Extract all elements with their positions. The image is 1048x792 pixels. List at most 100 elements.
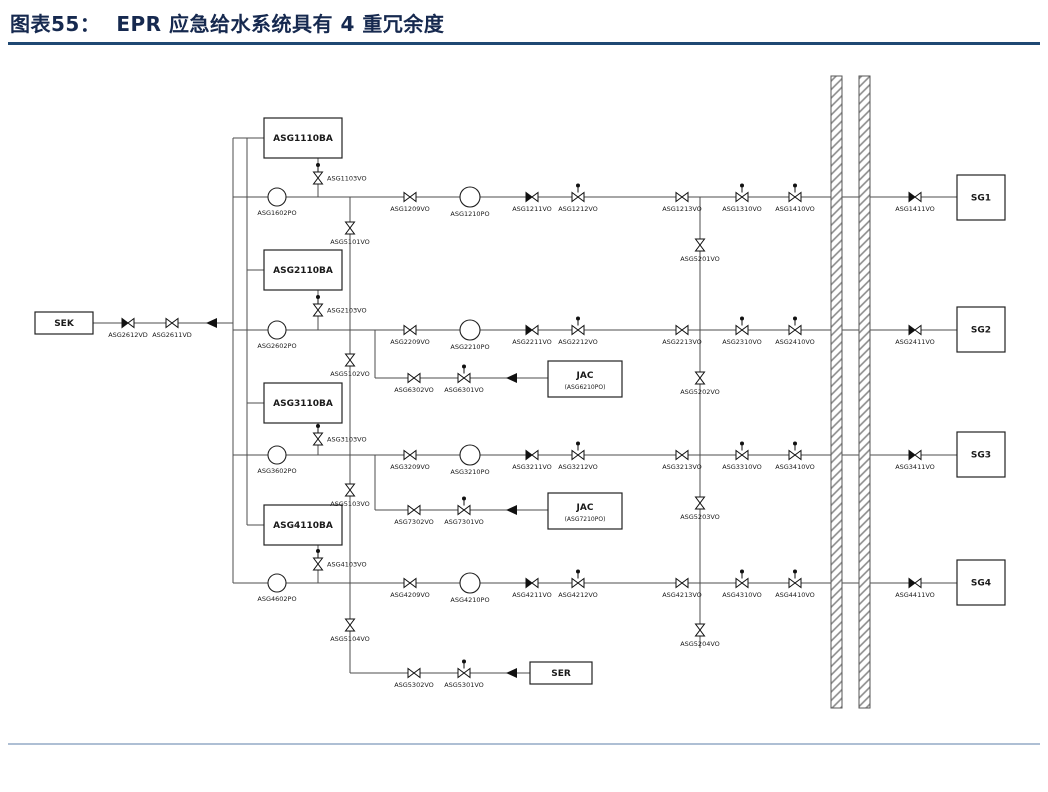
valve-actuator-icon — [740, 441, 744, 446]
valve-label: ASG3310VO — [722, 463, 762, 471]
valve-asg2410vo — [788, 324, 802, 336]
valve-asg4213vo — [675, 577, 689, 589]
valve-actuator-icon — [576, 316, 580, 321]
valve-asg2310vo — [735, 324, 749, 336]
valve-label: ASG3212VO — [558, 463, 598, 471]
box-label-tank1: ASG1110BA — [273, 134, 333, 144]
valve-asg3411vo — [908, 449, 922, 461]
valve-label: ASG5102VO — [330, 370, 370, 378]
valve-asg5204vo — [694, 623, 706, 637]
valve-label: ASG5201VO — [680, 255, 720, 263]
valve-label: ASG2103VO — [327, 307, 367, 315]
valve-actuator-icon — [576, 441, 580, 446]
box-tank3 — [263, 382, 343, 424]
flow-arrow-to-sek — [206, 318, 217, 328]
valve-asg2211vo — [525, 324, 539, 336]
valve-label: ASG3209VO — [390, 463, 430, 471]
valve-label: ASG2213VO — [662, 338, 702, 346]
valve-label: ASG5103VO — [330, 500, 370, 508]
valve-label: ASG4410VO — [775, 591, 815, 599]
valve-asg1212vo — [571, 191, 585, 203]
pump-label: ASG4210PO — [450, 596, 489, 604]
figure-bottom-rule — [8, 743, 1040, 745]
valve-actuator-icon — [793, 441, 797, 446]
valve-actuator-icon — [462, 659, 466, 664]
box-label-tank3: ASG3110BA — [273, 399, 333, 409]
valve-label: ASG4209VO — [390, 591, 430, 599]
valve-asg5102vo — [344, 353, 356, 367]
valve-actuator-icon — [740, 183, 744, 188]
valve-asg1211vo — [525, 191, 539, 203]
valve-asg2103vo — [312, 303, 324, 317]
figure-header: 图表55：EPR 应急给水系统具有 4 重冗余度 — [10, 8, 444, 37]
valve-asg3211vo — [525, 449, 539, 461]
valve-asg4209vo — [403, 577, 417, 589]
valve-actuator-icon — [462, 496, 466, 501]
valve-asg2411vo — [908, 324, 922, 336]
pump-asg2210po — [459, 319, 481, 341]
box-sg2 — [956, 306, 1006, 353]
box-sek — [34, 311, 94, 335]
box-sg1 — [956, 174, 1006, 221]
box-ser — [529, 661, 593, 685]
flow-arrow-to-jac1 — [506, 373, 517, 383]
valve-label: ASG4213VO — [662, 591, 702, 599]
valve-asg7301vo — [457, 504, 471, 516]
pump-label: ASG1602PO — [257, 209, 296, 217]
box-label-sg3: SG3 — [971, 451, 991, 461]
valve-label: ASG4212VO — [558, 591, 598, 599]
valve-actuator-icon — [316, 295, 320, 299]
valve-actuator-icon — [740, 569, 744, 574]
valve-asg2611vd — [165, 317, 179, 329]
box-jac2 — [547, 492, 623, 530]
valve-actuator-icon — [793, 569, 797, 574]
valve-asg3310vo — [735, 449, 749, 461]
box-label-tank2: ASG2110BA — [273, 266, 333, 276]
valve-asg1103vo — [312, 171, 324, 185]
valve-label: ASG2411VO — [895, 338, 935, 346]
valve-label: ASG1410VO — [775, 205, 815, 213]
valve-actuator-icon — [316, 549, 320, 553]
valve-asg6302vo — [407, 372, 421, 384]
valve-asg5301vo — [457, 667, 471, 679]
valve-asg3103vo — [312, 432, 324, 446]
valve-label: ASG3103VO — [327, 436, 367, 444]
valve-asg1410vo — [788, 191, 802, 203]
box-label-ser: SER — [551, 669, 571, 679]
box-label-jac2: JAC — [576, 503, 594, 513]
valve-label: ASG5202VO — [680, 388, 720, 396]
pump-label: ASG2210PO — [450, 343, 489, 351]
valve-asg4410vo — [788, 577, 802, 589]
flow-arrow-to-ser — [506, 668, 517, 678]
containment-wall-2 — [858, 75, 871, 709]
valve-label: ASG7301VO — [444, 518, 484, 526]
flow-arrow-to-jac2 — [506, 505, 517, 515]
box-label-sg2: SG2 — [971, 326, 991, 336]
valve-label: ASG3411VO — [895, 463, 935, 471]
box-label-sg4: SG4 — [971, 579, 991, 589]
valve-asg3213vo — [675, 449, 689, 461]
valve-label: ASG4103VO — [327, 561, 367, 569]
valve-label: ASG1310VO — [722, 205, 762, 213]
box-sg3 — [956, 431, 1006, 478]
valve-actuator-icon — [740, 316, 744, 321]
valve-label: ASG3410VO — [775, 463, 815, 471]
valve-actuator-icon — [462, 364, 466, 369]
valve-asg4411vo — [908, 577, 922, 589]
pump-label: ASG4602PO — [257, 595, 296, 603]
valve-asg2212vo — [571, 324, 585, 336]
valve-asg4212vo — [571, 577, 585, 589]
valve-label: ASG6302VO — [394, 386, 434, 394]
box-sublabel-jac1: (ASG6210PO) — [565, 384, 606, 391]
valve-label: ASG2211VO — [512, 338, 552, 346]
valve-actuator-icon — [576, 569, 580, 574]
valve-asg1213vo — [675, 191, 689, 203]
box-label-sg1: SG1 — [971, 194, 991, 204]
title-underline-rule — [8, 42, 1040, 45]
valve-asg3410vo — [788, 449, 802, 461]
valve-label: ASG2310VO — [722, 338, 762, 346]
pump-asg1602po — [267, 187, 287, 207]
valve-label: ASG1411VO — [895, 205, 935, 213]
valve-label: ASG7302VO — [394, 518, 434, 526]
